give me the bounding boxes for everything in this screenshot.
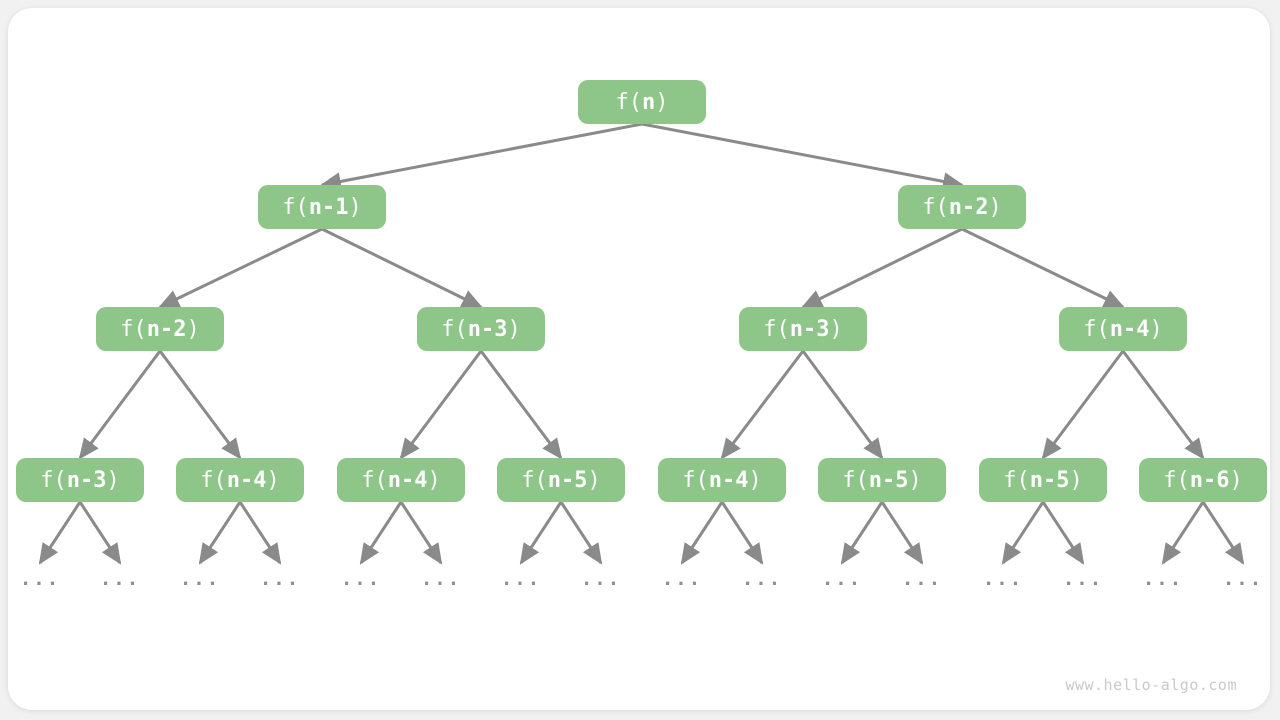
tree-node: f(n-4) xyxy=(1059,307,1187,351)
node-label: ) xyxy=(829,316,843,342)
ellipsis: ... xyxy=(1142,568,1184,590)
node-label: f( xyxy=(1083,316,1110,342)
node-label: ) xyxy=(655,89,669,115)
node-label: ) xyxy=(1229,467,1243,493)
ellipsis: ... xyxy=(741,568,783,590)
node-arg: n-5 xyxy=(547,467,588,493)
node-label: f( xyxy=(842,467,869,493)
node-arg: n-1 xyxy=(308,194,349,220)
tree-node: f(n-6) xyxy=(1139,458,1267,502)
node-arg: n xyxy=(642,89,656,115)
node-label: ) xyxy=(1069,467,1083,493)
ellipsis: ... xyxy=(259,568,301,590)
tree-node: f(n-2) xyxy=(96,307,224,351)
node-label: f( xyxy=(521,467,548,493)
node-label: ) xyxy=(186,316,200,342)
tree-node: f(n-4) xyxy=(337,458,465,502)
ellipsis: ... xyxy=(580,568,622,590)
tree-node: f(n-5) xyxy=(497,458,625,502)
ellipsis: ... xyxy=(1062,568,1104,590)
node-arg: n-6 xyxy=(1189,467,1230,493)
tree-node: f(n-3) xyxy=(16,458,144,502)
node-arg: n-3 xyxy=(789,316,830,342)
node-label: f( xyxy=(682,467,709,493)
node-arg: n-4 xyxy=(226,467,267,493)
tree-node-root: f(n) xyxy=(578,80,706,124)
node-label: f( xyxy=(763,316,790,342)
ellipsis: ... xyxy=(99,568,141,590)
ellipsis: ... xyxy=(661,568,703,590)
node-label: f( xyxy=(1163,467,1190,493)
node-label: f( xyxy=(361,467,388,493)
ellipsis: ... xyxy=(19,568,61,590)
node-label: ) xyxy=(1149,316,1163,342)
node-arg: n-5 xyxy=(868,467,909,493)
watermark: www.hello-algo.com xyxy=(1065,676,1237,694)
tree-node: f(n-1) xyxy=(258,185,386,229)
tree-node: f(n-3) xyxy=(417,307,545,351)
node-label: ) xyxy=(427,467,441,493)
node-label: ) xyxy=(266,467,280,493)
tree-node: f(n-5) xyxy=(979,458,1107,502)
node-label: ) xyxy=(106,467,120,493)
node-label: ) xyxy=(988,194,1002,220)
node-arg: n-5 xyxy=(1029,467,1070,493)
ellipsis: ... xyxy=(982,568,1024,590)
tree-node: f(n-5) xyxy=(818,458,946,502)
node-arg: n-3 xyxy=(467,316,508,342)
ellipsis: ... xyxy=(901,568,943,590)
node-label: ) xyxy=(587,467,601,493)
tree-node: f(n-4) xyxy=(658,458,786,502)
node-arg: n-3 xyxy=(66,467,107,493)
node-label: f( xyxy=(615,89,643,115)
node-label: ) xyxy=(507,316,521,342)
ellipsis: ... xyxy=(179,568,221,590)
tree-node: f(n-2) xyxy=(898,185,1026,229)
tree-node: f(n-4) xyxy=(176,458,304,502)
ellipsis: ... xyxy=(821,568,863,590)
node-arg: n-4 xyxy=(387,467,428,493)
ellipsis: ... xyxy=(500,568,542,590)
node-label: f( xyxy=(1003,467,1030,493)
node-label: f( xyxy=(120,316,147,342)
node-arg: n-4 xyxy=(708,467,749,493)
node-label: f( xyxy=(922,194,949,220)
node-arg: n-2 xyxy=(146,316,187,342)
node-label: ) xyxy=(748,467,762,493)
node-label: f( xyxy=(441,316,468,342)
node-label: f( xyxy=(282,194,309,220)
node-label: f( xyxy=(200,467,227,493)
node-label: ) xyxy=(348,194,362,220)
ellipsis: ... xyxy=(340,568,382,590)
node-label: f( xyxy=(40,467,67,493)
ellipsis: ... xyxy=(1222,568,1264,590)
tree-node: f(n-3) xyxy=(739,307,867,351)
node-arg: n-4 xyxy=(1109,316,1150,342)
node-label: ) xyxy=(908,467,922,493)
ellipsis: ... xyxy=(420,568,462,590)
node-arg: n-2 xyxy=(948,194,989,220)
